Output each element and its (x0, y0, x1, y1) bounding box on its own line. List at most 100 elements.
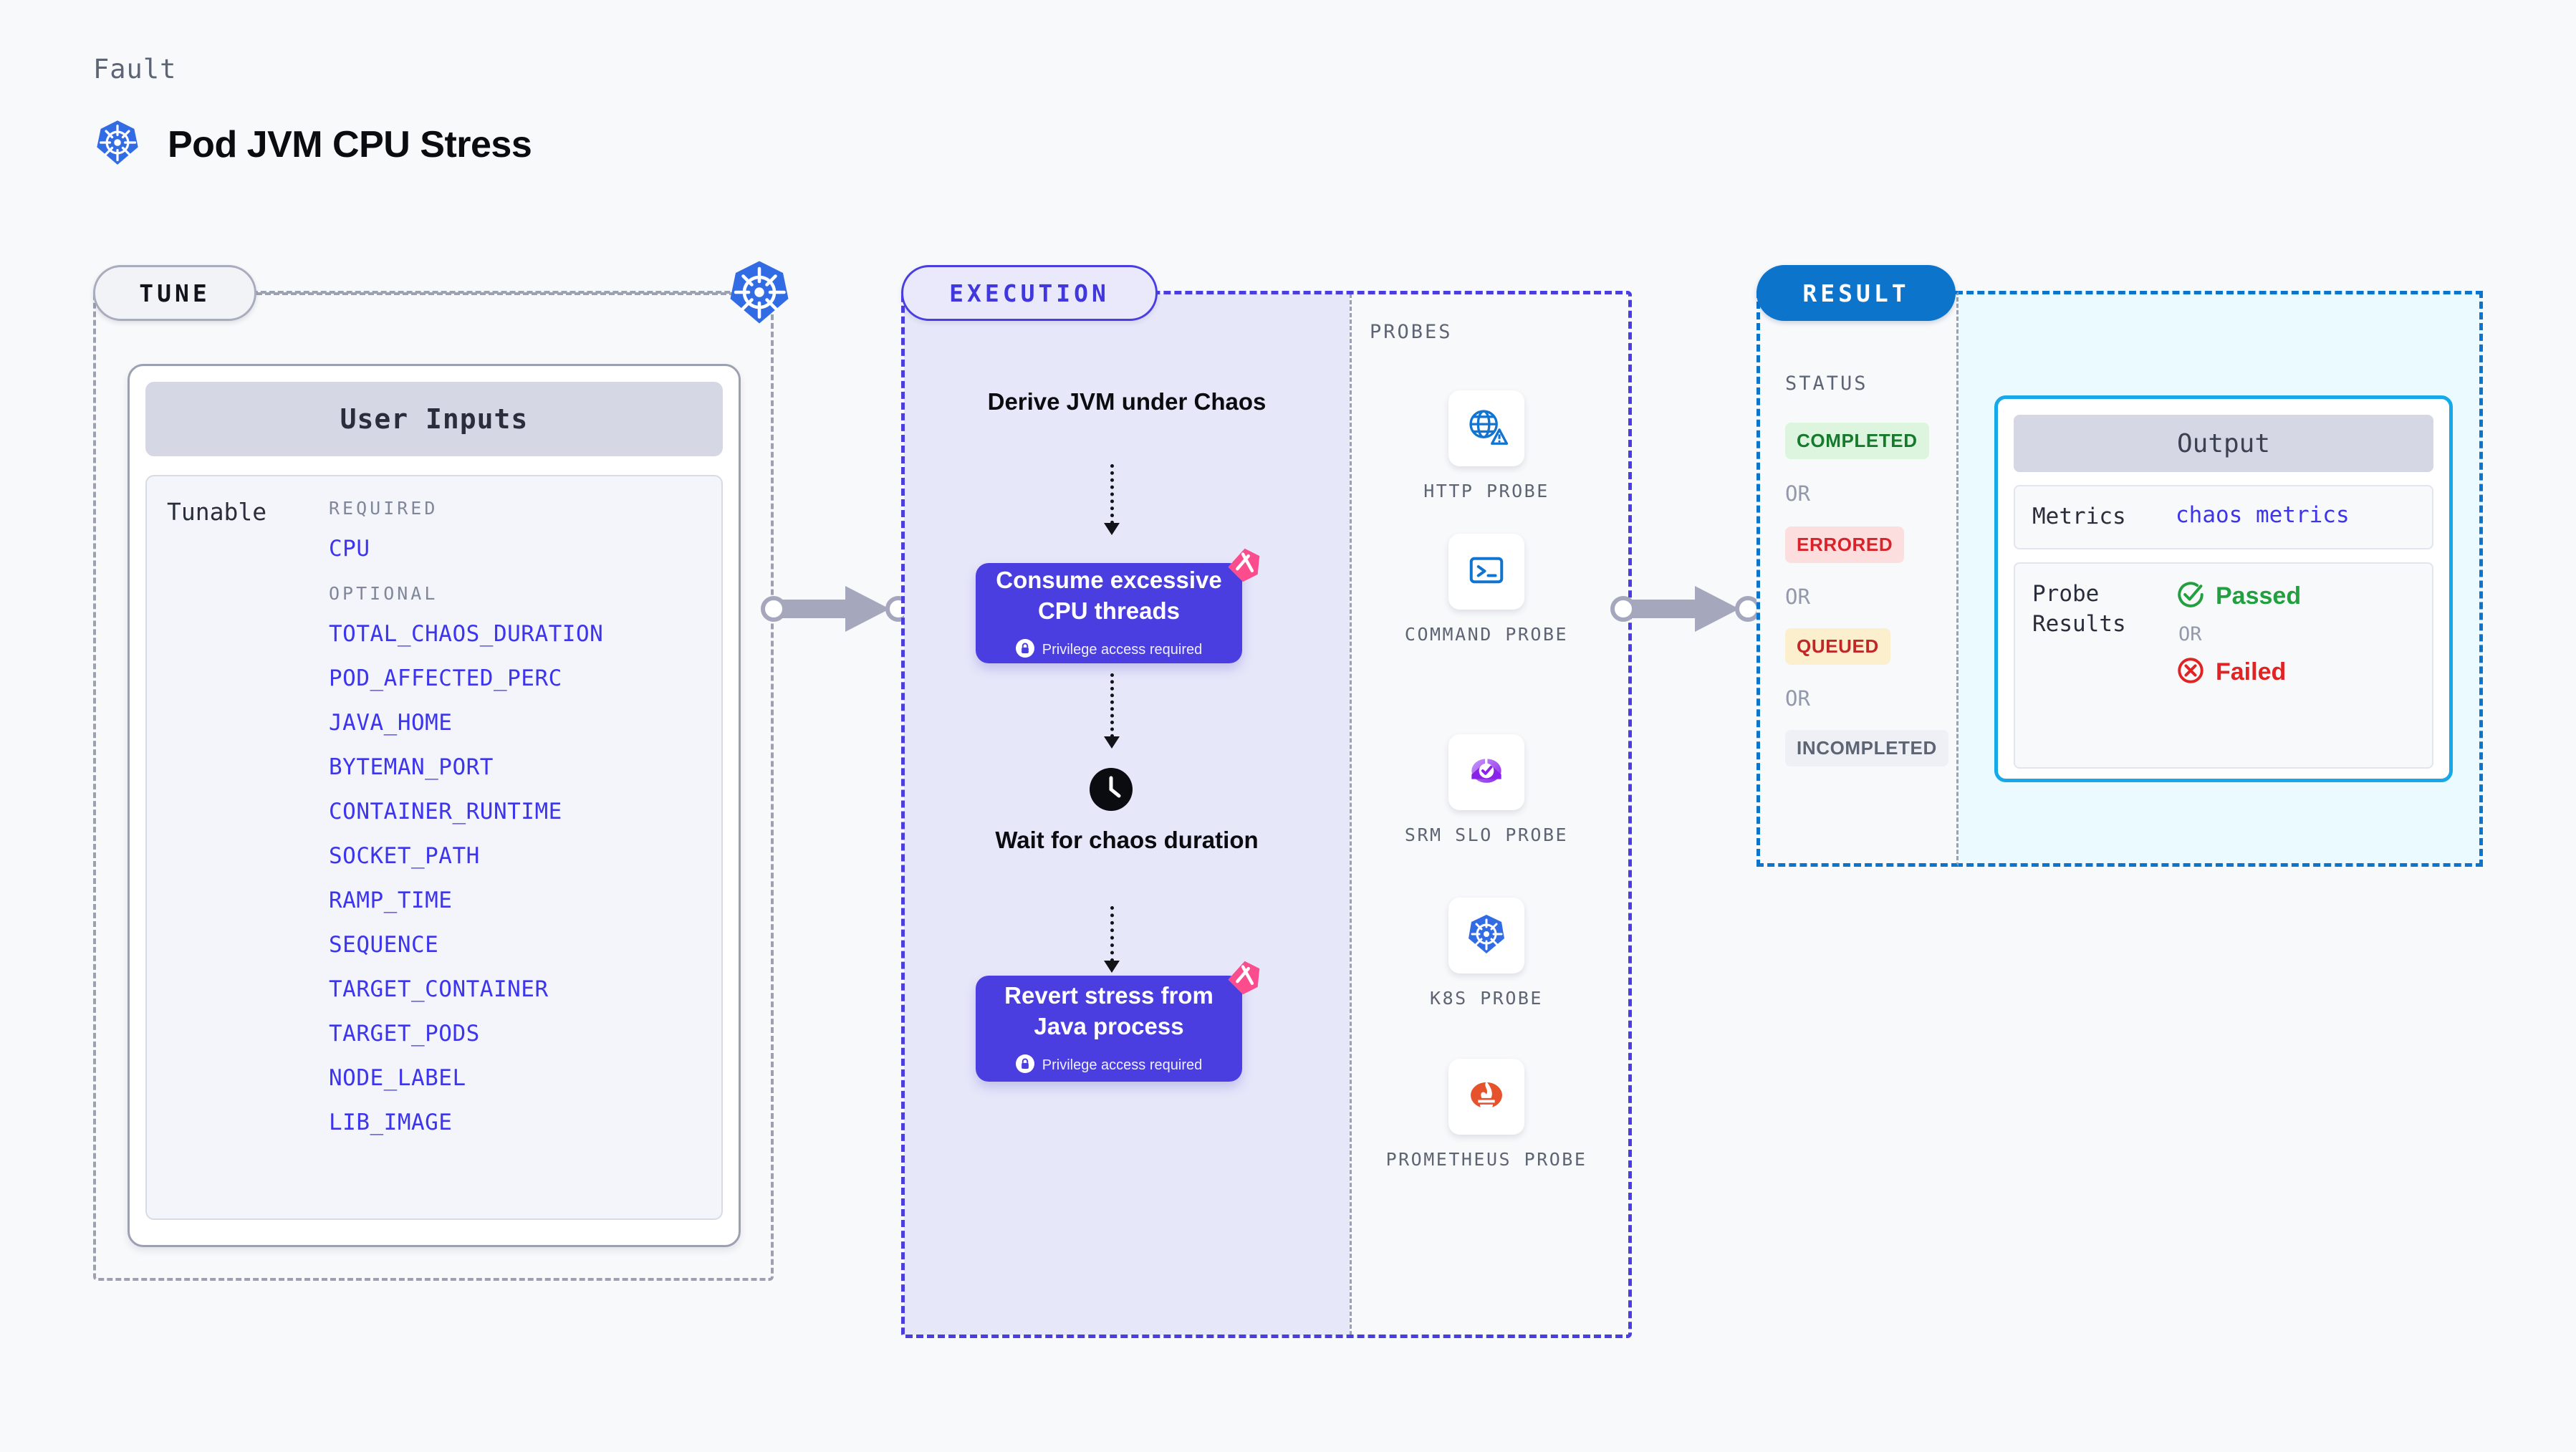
arrow-tune-to-execution (761, 573, 911, 648)
user-inputs-card: User Inputs Tunable REQUIRED CPU OPTIONA… (128, 364, 741, 1247)
execution-pill[interactable]: EXECUTION (901, 265, 1158, 321)
probe-result-or: OR (2178, 622, 2202, 645)
prometheus-icon (1464, 1073, 1509, 1121)
tunable-section: Tunable REQUIRED CPU OPTIONAL TOTAL_CHAO… (145, 475, 723, 1220)
param-socket-path[interactable]: SOCKET_PATH (329, 843, 480, 869)
probe-result-passed: Passed (2176, 580, 2301, 613)
page-title-row: Pod JVM CPU Stress (93, 118, 532, 170)
param-lib-image[interactable]: LIB_IMAGE (329, 1110, 453, 1135)
litmus-logo-icon (1221, 956, 1265, 1004)
output-probe-results-values: Passed OR Failed (2176, 580, 2301, 751)
lock-icon (1015, 639, 1034, 661)
param-target-container[interactable]: TARGET_CONTAINER (329, 976, 549, 1002)
output-row-probe-results: Probe Results Passed OR (2014, 562, 2433, 769)
arrow-head-2 (1104, 736, 1120, 749)
optional-group-header: OPTIONAL (329, 583, 438, 604)
probes-column (1350, 294, 1629, 1335)
status-badge-queued: QUEUED (1785, 628, 1890, 665)
tune-connector-line (256, 292, 744, 295)
param-container-runtime[interactable]: CONTAINER_RUNTIME (329, 799, 562, 824)
probe-item-srm-slo[interactable]: SRM SLO PROBE (1383, 734, 1590, 847)
probe-passed-label: Passed (2216, 582, 2302, 610)
param-total-chaos-duration[interactable]: TOTAL_CHAOS_DURATION (329, 621, 604, 647)
probe-failed-label: Failed (2216, 658, 2287, 686)
status-badge-completed: COMPLETED (1785, 423, 1929, 459)
probe-result-failed: Failed (2176, 655, 2301, 689)
probe-label-k8s: K8S PROBE (1430, 988, 1543, 1009)
execution-card-2-title: Revert stress from Java process (1004, 981, 1213, 1039)
execution-card-1-title: Consume excessive CPU threads (996, 566, 1222, 624)
probe-label-http: HTTP PROBE (1423, 481, 1549, 501)
status-badge-incompleted: INCOMPLETED (1785, 730, 1948, 766)
probe-item-prometheus[interactable]: PROMETHEUS PROBE (1383, 1059, 1590, 1172)
tune-kubernetes-icon (725, 258, 794, 330)
execution-card-consume-cpu[interactable]: Consume excessive CPU threads Privilege … (976, 548, 1260, 663)
slo-check-icon (1464, 749, 1509, 797)
execution-region (901, 291, 1632, 1338)
output-card-header: Output (2014, 415, 2433, 472)
execution-step-derive-jvm: Derive JVM under Chaos (987, 388, 1267, 415)
execution-card-revert-stress[interactable]: Revert stress from Java process Privileg… (976, 961, 1260, 1082)
status-or-3: OR (1785, 686, 1810, 711)
param-byteman-port[interactable]: BYTEMAN_PORT (329, 754, 494, 780)
status-section-label: STATUS (1785, 372, 1868, 395)
arrow-head-3 (1104, 961, 1120, 973)
probe-label-srm-slo: SRM SLO PROBE (1404, 824, 1569, 845)
probe-tile-command[interactable] (1448, 534, 1524, 610)
param-pod-affected-perc[interactable]: POD_AFFECTED_PERC (329, 665, 562, 691)
status-column (1756, 291, 1959, 867)
required-group-header: REQUIRED (329, 498, 438, 519)
dotted-connector-1 (1110, 464, 1114, 524)
kubernetes-icon (1464, 911, 1509, 961)
result-pill[interactable]: RESULT (1756, 265, 1956, 321)
privilege-row-1: Privilege access required (1015, 639, 1203, 661)
param-node-label[interactable]: NODE_LABEL (329, 1065, 466, 1091)
tunable-params-lists: REQUIRED CPU OPTIONAL TOTAL_CHAOS_DURATI… (329, 498, 721, 1218)
privilege-row-2: Privilege access required (1015, 1054, 1203, 1077)
x-circle-icon (2176, 655, 2206, 689)
probe-label-command: COMMAND PROBE (1404, 624, 1569, 645)
arrow-execution-to-result (1610, 573, 1761, 648)
probe-item-command[interactable]: COMMAND PROBE (1383, 534, 1590, 647)
clock-icon (1088, 766, 1134, 816)
page-title: Pod JVM CPU Stress (168, 123, 532, 165)
output-metrics-key: Metrics (2032, 504, 2126, 529)
privilege-text-1: Privilege access required (1042, 642, 1203, 658)
output-probe-results-key: Probe Results (2032, 580, 2126, 637)
terminal-icon (1465, 549, 1508, 595)
globe-warning-icon (1464, 405, 1509, 453)
user-inputs-header: User Inputs (145, 382, 723, 456)
output-card: Output Metrics chaos metrics Probe Resul… (1994, 395, 2453, 782)
probe-tile-prometheus[interactable] (1448, 1059, 1524, 1135)
lock-icon (1015, 1054, 1034, 1077)
output-row-metrics: Metrics chaos metrics (2014, 485, 2433, 549)
status-badge-errored: ERRORED (1785, 527, 1905, 563)
param-java-home[interactable]: JAVA_HOME (329, 710, 453, 736)
probe-tile-k8s[interactable] (1448, 898, 1524, 973)
status-or-2: OR (1785, 585, 1810, 609)
arrow-head-1 (1104, 523, 1120, 535)
param-sequence[interactable]: SEQUENCE (329, 932, 439, 958)
tunable-label: Tunable (167, 498, 267, 526)
probe-item-http[interactable]: HTTP PROBE (1383, 390, 1590, 504)
litmus-logo-icon (1221, 543, 1265, 591)
check-circle-icon (2176, 580, 2206, 613)
probe-label-prometheus: PROMETHEUS PROBE (1385, 1149, 1587, 1170)
execution-step-wait-for-chaos: Wait for chaos duration (995, 827, 1259, 853)
param-ramp-time[interactable]: RAMP_TIME (329, 888, 453, 913)
tune-pill[interactable]: TUNE (93, 265, 256, 321)
probes-section-label: PROBES (1370, 321, 1453, 343)
probe-tile-http[interactable] (1448, 390, 1524, 466)
probe-tile-srm-slo[interactable] (1448, 734, 1524, 810)
dotted-connector-3 (1110, 906, 1114, 962)
status-or-1: OR (1785, 481, 1810, 506)
param-cpu[interactable]: CPU (329, 536, 370, 562)
kubernetes-icon (93, 118, 142, 170)
fault-eyebrow-label: Fault (93, 54, 177, 85)
output-metrics-value[interactable]: chaos metrics (2176, 502, 2350, 528)
execution-background (904, 294, 1350, 1335)
privilege-text-2: Privilege access required (1042, 1057, 1203, 1074)
probe-item-k8s[interactable]: K8S PROBE (1383, 898, 1590, 1011)
param-target-pods[interactable]: TARGET_PODS (329, 1021, 480, 1047)
